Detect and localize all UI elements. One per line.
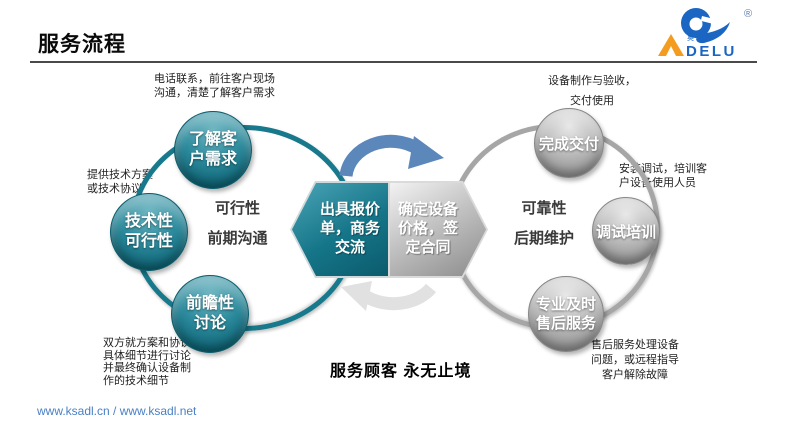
page-title: 服务流程: [38, 33, 126, 56]
logo-cn-text: 奥德鲁: [687, 33, 714, 42]
node-aftersales-service: 专业及时 售后服务: [528, 276, 604, 352]
node-forward-discussion: 前瞻性 讨论: [171, 275, 249, 353]
quote-step-label: 出具报价 单，商务 交流: [319, 201, 380, 256]
node-debug-training: 调试培训: [592, 197, 660, 265]
logo-swoosh-icon: [681, 8, 730, 44]
annotation-discuss-details: 双方就方案和协议 具体细节进行讨论 并最终确认设备制 作的技术细节: [103, 337, 191, 387]
annotation-build-acceptance: 设备制作与验收， 交付使用: [548, 75, 636, 108]
counterclockwise-arrow-icon: [341, 281, 437, 311]
company-logo: ® 奥德鲁 DELU: [658, 8, 752, 60]
node-technical-feasibility: 技术性 可行性: [110, 193, 188, 271]
quote-step-shape: 出具报价 单，商务 交流: [290, 181, 390, 278]
registered-mark: ®: [744, 8, 752, 20]
aftersales-cycle-label: 可靠性 后期维护: [513, 200, 574, 247]
title-divider: [30, 61, 757, 63]
annotation-aftersales-support: 售后服务处理设备 问题，或远程指导 客户解除故障: [591, 339, 679, 381]
annotation-technical-proposal: 提供技术方案 或技术协议: [87, 169, 153, 195]
logo-brand-text: DELU: [686, 43, 737, 60]
node-understand-needs: 了解客 户需求: [174, 111, 252, 189]
node-complete-delivery: 完成交付: [534, 108, 604, 178]
presales-cycle-label: 可行性 前期沟通: [207, 200, 268, 247]
annotation-contact-customer: 电话联系，前往客户现场 沟通，清楚了解客户需求: [154, 73, 275, 99]
logo-letter-a: [658, 34, 684, 56]
contract-step-label: 确定设备 价格，签 定合同: [397, 201, 458, 256]
website-links[interactable]: www.ksadl.cn / www.ksadl.net: [37, 404, 197, 418]
clockwise-arrow-icon: [339, 134, 444, 178]
slogan-text: 服务顾客 永无止境: [330, 363, 472, 380]
